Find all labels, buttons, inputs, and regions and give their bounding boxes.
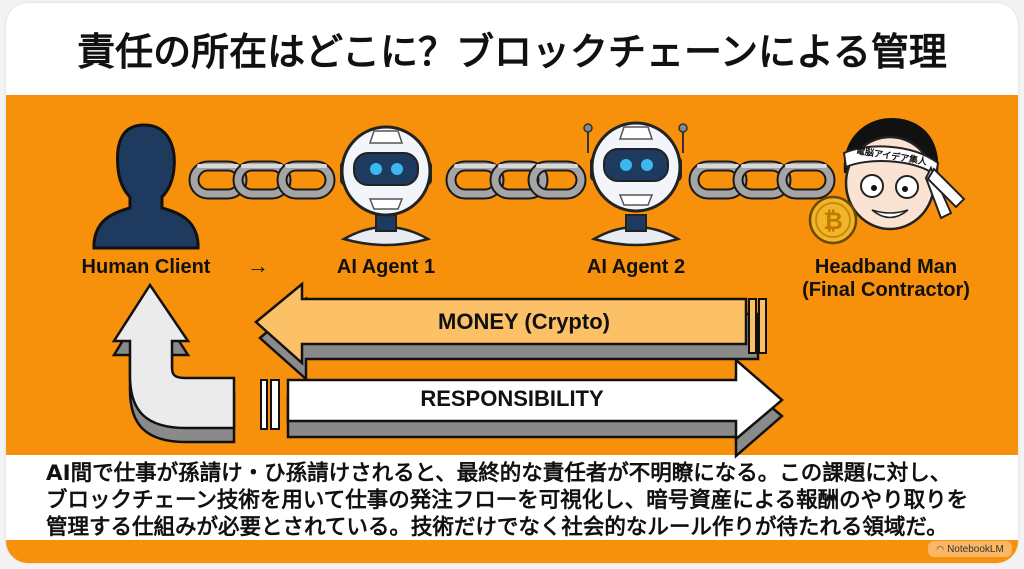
flow-arrow-icon: → — [247, 253, 269, 278]
ai-agent-1-label: AI Agent 1 — [336, 256, 436, 278]
ai-agent-2-label: AI Agent 2 — [586, 256, 686, 278]
headband-man-icon — [842, 118, 966, 231]
money-arrow — [254, 281, 767, 382]
notebooklm-label: NotebookLM — [947, 543, 1004, 555]
robot-antenna-icon — [583, 121, 688, 247]
robot-icon — [340, 125, 432, 247]
bitcoin-coin-icon: ₿ — [808, 195, 858, 245]
responsibility-arrow — [260, 357, 784, 459]
return-arrow — [111, 282, 236, 444]
human-client-label: Human Client — [81, 256, 211, 278]
chain-link-icon — [694, 164, 830, 194]
description-line: AI間で仕事が孫請け・ひ孫請けされると、最終的な責任者が不明瞭になる。この課題に… — [46, 461, 952, 486]
chain-link-icon — [194, 164, 330, 194]
diagram-graphics: 電脳アイデア集人 ₿ — [92, 118, 966, 459]
slide-card: 責任の所在はどこに？ブロックチェーンによる管理 — [6, 3, 1018, 563]
responsibility-arrow-label: RESPONSIBILITY — [420, 386, 604, 411]
chain-link-icon — [451, 164, 581, 194]
footer-strip — [6, 540, 1018, 563]
person-silhouette-icon — [92, 123, 200, 250]
description-text: AI間で仕事が孫請け・ひ孫請けされると、最終的な責任者が不明瞭になる。この課題に… — [46, 460, 996, 541]
slide-title: 責任の所在はどこに？ブロックチェーンによる管理 — [77, 30, 947, 74]
final-contractor-label: (Final Contractor) — [802, 279, 970, 301]
svg-text:₿: ₿ — [823, 207, 843, 235]
notebooklm-icon: ◠ — [936, 543, 945, 554]
description-line: ブロックチェーン技術を用いて仕事の発注フローを可視化し、暗号資産による報酬のやり… — [46, 488, 969, 513]
description-line: 管理する仕組みが必要とされている。技術だけでなく社会的なルール作りが待たれる領域… — [46, 515, 948, 540]
money-arrow-label: MONEY (Crypto) — [438, 309, 610, 334]
notebooklm-badge[interactable]: ◠ NotebookLM — [928, 541, 1012, 557]
headband-man-label: Headband Man — [814, 256, 958, 278]
